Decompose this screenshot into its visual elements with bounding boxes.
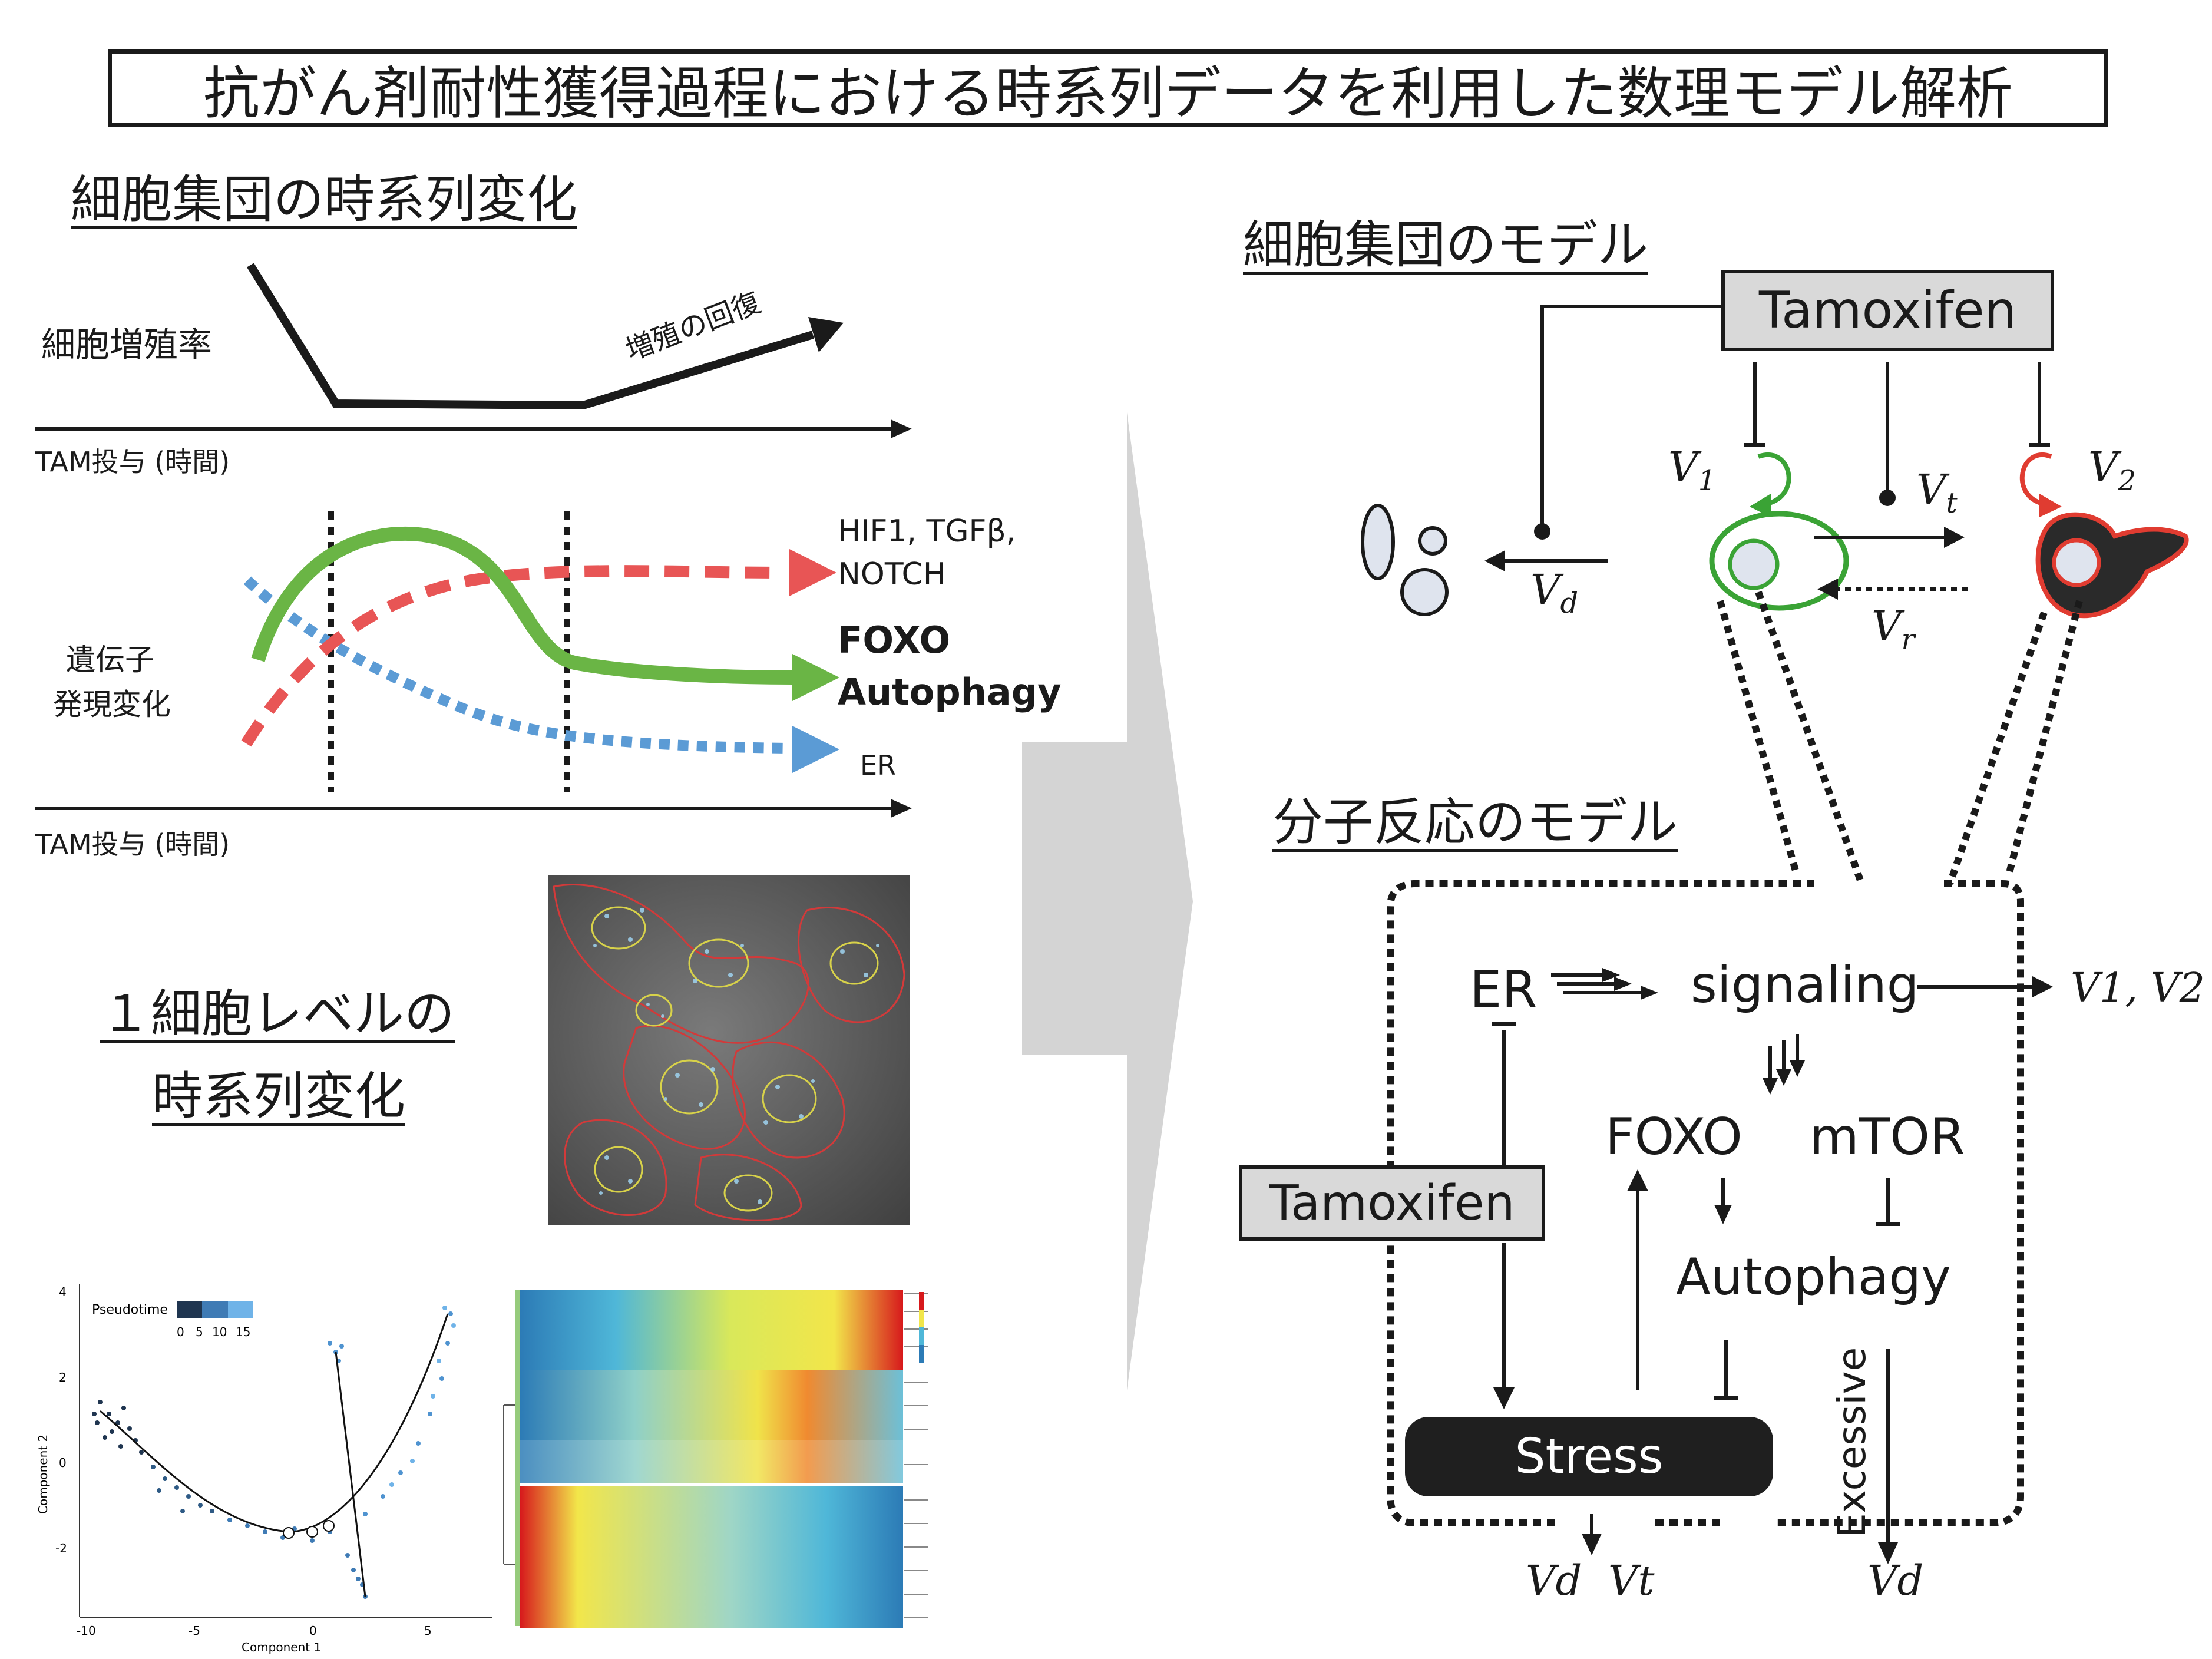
pseudotime-branch bbox=[335, 1351, 366, 1597]
tam-to-death-line bbox=[1540, 305, 1721, 530]
heatmap-cluster-2 bbox=[520, 1370, 903, 1440]
heading-population-timeseries: 細胞集団の時系列変化 bbox=[71, 170, 577, 229]
pseudotime-legend-title: Pseudotime bbox=[92, 1303, 168, 1317]
page-title: 抗がん剤耐性獲得過程における時系列データを利用した数理モデル解析 bbox=[203, 60, 2013, 127]
heading-population-model: 細胞集団のモデル bbox=[1243, 216, 1648, 275]
x-tick-neg10: -10 bbox=[77, 1624, 96, 1638]
node-foxo: FOXO bbox=[1605, 1108, 1743, 1166]
series-autophagy-label: Autophagy bbox=[838, 670, 1062, 713]
heatmap-row-labels bbox=[904, 1293, 928, 1618]
gene-expression-label-2: 発現変化 bbox=[53, 688, 171, 722]
series-er-label: ER bbox=[860, 749, 897, 781]
x-axis-title: Component 1 bbox=[242, 1640, 321, 1654]
rate-v2-label: V2 bbox=[2088, 443, 2136, 498]
heatmap-cluster-3 bbox=[520, 1440, 903, 1483]
node-signaling: signaling bbox=[1691, 956, 1919, 1014]
node-mtor: mTOR bbox=[1810, 1108, 1965, 1166]
heading-single-cell-2: 時系列変化 bbox=[152, 1067, 405, 1126]
series-er-curve bbox=[243, 576, 787, 754]
microscopy-image bbox=[548, 875, 910, 1225]
molecular-model-frame bbox=[1387, 880, 2024, 1526]
y-tick-4: 4 bbox=[59, 1285, 67, 1299]
y-tick-0: 0 bbox=[59, 1456, 67, 1470]
excessive-label: Excessive bbox=[1829, 1347, 1874, 1538]
y-tick-2: 2 bbox=[59, 1370, 67, 1384]
fluorescent-puncta bbox=[593, 908, 879, 1204]
signaling-output-label: V1, V2 bbox=[2071, 965, 2205, 1012]
time-axis-2-label: TAM投与 (時間) bbox=[35, 828, 230, 860]
heatmap-color-key bbox=[919, 1292, 924, 1363]
series-foxo-arrowhead bbox=[792, 654, 839, 701]
gene-expression-label-1: 遺伝子 bbox=[66, 643, 154, 677]
series-hif1-curve bbox=[241, 565, 784, 747]
y-axis-title: Component 2 bbox=[36, 1435, 50, 1514]
legend-tick-0: 0 bbox=[177, 1325, 184, 1339]
tamoxifen-label-top: Tamoxifen bbox=[1758, 281, 2017, 340]
population-model-diagram bbox=[1361, 305, 2189, 885]
series-hif1-label-1: HIF1, TGFβ, bbox=[838, 514, 1016, 549]
time-axis-2-arrowhead bbox=[891, 799, 912, 818]
tamoxifen-label-molecular: Tamoxifen bbox=[1269, 1175, 1515, 1231]
series-hif1-label-2: NOTCH bbox=[838, 557, 946, 592]
nuclei-outlines bbox=[591, 906, 879, 1212]
growth-and-gene-plots bbox=[35, 263, 912, 818]
node-stress: Stress bbox=[1515, 1429, 1664, 1485]
dead-cells bbox=[1361, 504, 1449, 616]
legend-tick-15: 15 bbox=[236, 1325, 250, 1339]
rate-vr-label: Vr bbox=[1872, 602, 1915, 657]
x-tick-5: 5 bbox=[424, 1624, 432, 1638]
expression-heatmap bbox=[503, 1290, 928, 1628]
heatmap-cluster-1 bbox=[520, 1290, 903, 1370]
growth-arrowhead bbox=[808, 317, 844, 352]
microscopy-background bbox=[548, 875, 910, 1225]
growth-rate-line bbox=[247, 263, 815, 410]
series-er-arrowhead bbox=[792, 726, 839, 773]
heading-single-cell-1: １細胞レベルの bbox=[100, 984, 455, 1043]
tamoxifen-box-top: Tamoxifen bbox=[1721, 270, 2054, 351]
growth-rate-label: 細胞増殖率 bbox=[41, 325, 213, 365]
x-tick-0: 0 bbox=[309, 1624, 317, 1638]
autophagy-death-label: Vd bbox=[1867, 1556, 1924, 1605]
transition-arrow bbox=[1022, 412, 1193, 1390]
page-title-box: 抗がん剤耐性獲得過程における時系列データを利用した数理モデル解析 bbox=[108, 49, 2108, 127]
v1-self-loop bbox=[1757, 452, 1791, 506]
stress-box bbox=[1405, 1417, 1773, 1496]
cell-boundaries bbox=[553, 884, 905, 1221]
node-er: ER bbox=[1470, 960, 1538, 1019]
rate-vt-label: Vt bbox=[1916, 465, 1958, 520]
series-foxo-label: FOXO bbox=[838, 619, 951, 662]
pseudotime-plot: Pseudotime 0 5 10 15 4 2 0 -2 -10 -5 0 5… bbox=[36, 1284, 492, 1654]
time-axis-1-label: TAM投与 (時間) bbox=[35, 446, 230, 478]
rate-vd-label: Vd bbox=[1530, 566, 1579, 620]
node-autophagy: Autophagy bbox=[1676, 1248, 1951, 1307]
time-axis-1-arrowhead bbox=[891, 419, 912, 438]
v2-self-loop bbox=[2019, 452, 2052, 506]
stress-output-label: Vd Vt bbox=[1526, 1556, 1655, 1605]
rate-v1-label: V1 bbox=[1668, 443, 1716, 498]
y-tick-neg2: -2 bbox=[55, 1541, 67, 1555]
branch-markers bbox=[283, 1520, 335, 1539]
tamoxifen-box-molecular: Tamoxifen bbox=[1239, 1165, 1545, 1241]
series-hif1-arrowhead bbox=[789, 549, 836, 596]
molecular-model-diagram bbox=[1387, 880, 2053, 1564]
legend-tick-10: 10 bbox=[212, 1325, 227, 1339]
series-foxo-curve bbox=[251, 526, 793, 685]
heading-molecular-model: 分子反応のモデル bbox=[1272, 793, 1678, 852]
heatmap-cluster-4 bbox=[520, 1486, 903, 1628]
legend-tick-5: 5 bbox=[196, 1325, 203, 1339]
pseudotime-plot-area bbox=[80, 1284, 492, 1617]
x-tick-neg5: -5 bbox=[189, 1624, 200, 1638]
